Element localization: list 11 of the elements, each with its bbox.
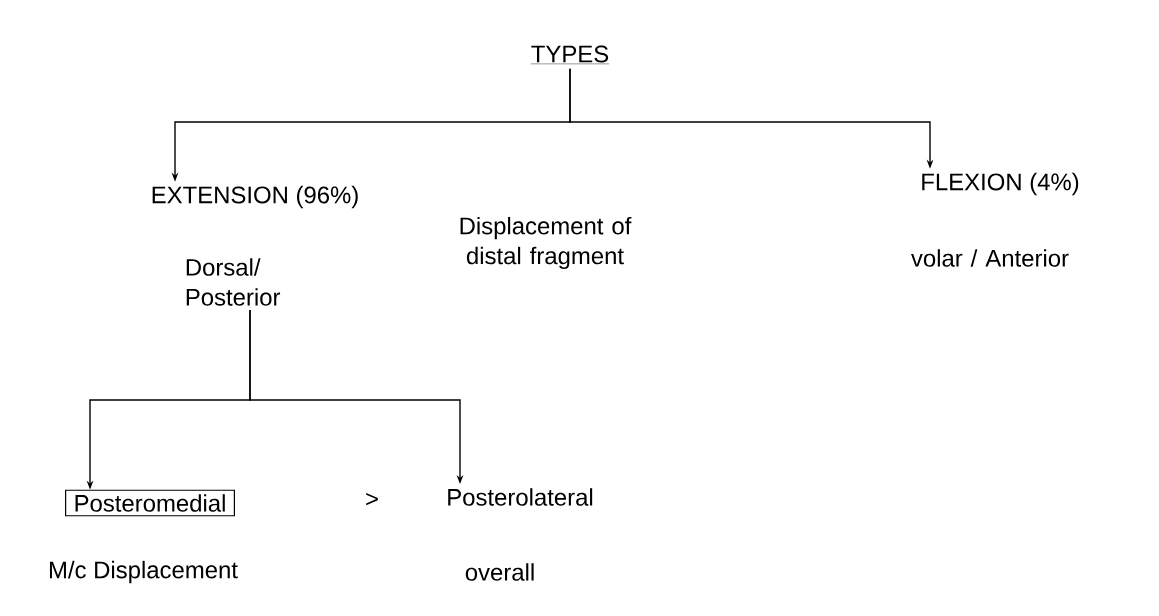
node-label: EXTENSION (96%) xyxy=(152,185,358,209)
note-text: Displacement of distal fragment xyxy=(460,216,632,270)
node-label: Dorsal/ Posterior xyxy=(186,258,281,306)
note-text: M/c Displacement xyxy=(49,560,238,584)
note-text: volar / Anterior xyxy=(911,249,1069,267)
node-label: Posterolateral xyxy=(448,488,593,506)
comparison-sign: > xyxy=(366,493,378,506)
node-label: FLEXION (4%) xyxy=(922,172,1079,196)
node-label: TYPES xyxy=(530,45,610,65)
note-text: overall xyxy=(465,563,534,581)
boxed-label: Posteromedial xyxy=(65,489,235,517)
